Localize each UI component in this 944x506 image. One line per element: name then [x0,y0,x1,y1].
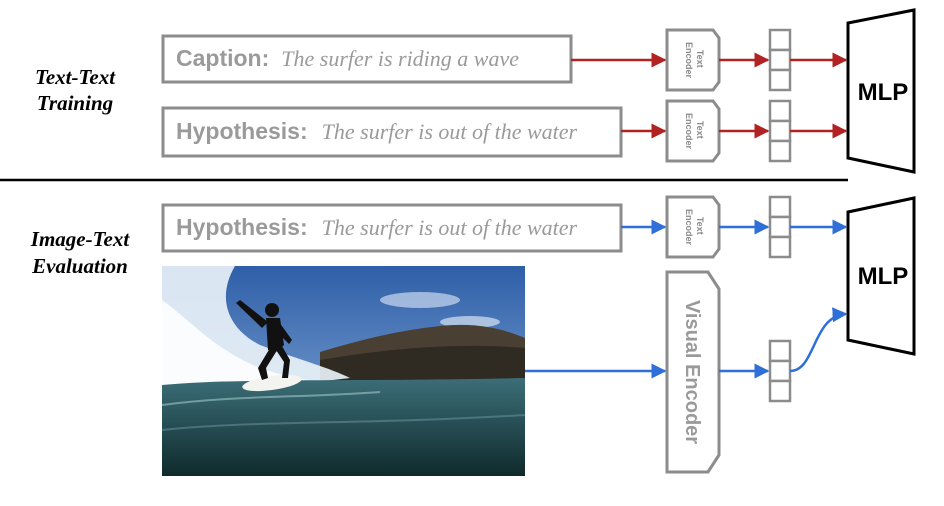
text-encoder-eval-line2: Encoder [684,209,694,246]
svg-text:Caption: The surfer is r: Caption: The surfer is riding a wave [176,45,519,71]
mlp-evaluation: MLP [846,196,916,356]
training-hypothesis-box: Hypothesis: The surfer is out of the wat… [161,106,623,158]
svg-text:Text Encoder: Text Encoder [684,113,705,150]
training-hypothesis-value: The surfer is out of the water [322,119,578,144]
svg-text:Hypothesis: The surfer i: Hypothesis: The surfer is out of the wat… [176,214,578,240]
visual-encoder: Visual Encoder [665,270,721,474]
training-hypothesis-key: Hypothesis: [176,118,308,144]
text-encoder-eval-line1: Text [695,217,705,235]
svg-text:Text Encoder: Text Encoder [684,209,705,246]
mlp-training-label: MLP [858,79,909,106]
text-encoder-caption-line2: Encoder [684,42,694,79]
training-label-line2: Training [37,91,113,115]
mlp-training: MLP [846,8,916,174]
caption-value: The surfer is riding a wave [281,46,519,71]
text-encoder-hypothesis-eval: Text Encoder [665,195,721,259]
text-encoder-hypothesis-train: Text Encoder [665,99,721,163]
training-label-line1: Text-Text [35,65,116,89]
svg-text:Hypothesis: The surfer i: Hypothesis: The surfer is out of the wat… [176,118,578,144]
mlp-evaluation-label: MLP [858,263,909,290]
evaluation-hypothesis-value: The surfer is out of the water [322,215,578,240]
training-arrows [571,52,848,139]
evaluation-hypothesis-key: Hypothesis: [176,214,308,240]
surfer-photo [162,266,525,476]
evaluation-arrows [525,219,848,379]
text-encoder-train-line1: Text [695,121,705,139]
text-encoder-train-line2: Encoder [684,113,694,150]
text-encoder-caption: Text Encoder [665,28,721,92]
embedding-image [768,339,792,403]
evaluation-label-line2: Evaluation [31,254,128,278]
caption-box: Caption: The surfer is riding a wave [161,34,573,84]
evaluation-hypothesis-box: Hypothesis: The surfer is out of the wat… [161,203,623,253]
embedding-caption [768,28,792,92]
visual-encoder-label: Visual Encoder [681,300,703,444]
evaluation-label-line1: Image-Text [30,227,131,251]
caption-key: Caption: [176,45,269,71]
text-encoder-caption-line1: Text [695,50,705,68]
embedding-hypothesis-train [768,99,792,163]
embedding-hypothesis-eval [768,195,792,259]
svg-text:Text Encoder: Text Encoder [684,42,705,79]
